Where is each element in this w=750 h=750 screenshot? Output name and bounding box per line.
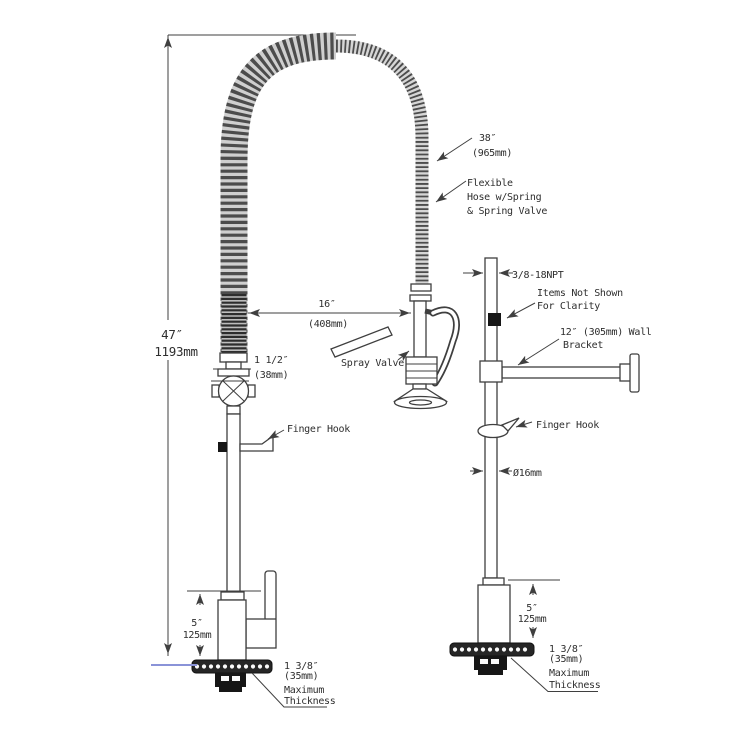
- spray-valve-handle-bar: [330, 326, 393, 358]
- wall-bracket-flange: [629, 353, 640, 393]
- left-locknut: [215, 673, 246, 687]
- overall-height-inches: 47″: [161, 327, 183, 342]
- riser-width-inches: 1 1/2″: [254, 355, 288, 366]
- left-base-height-dimension: 5″ 125mm: [183, 590, 261, 656]
- left-flange-serration: [194, 664, 270, 669]
- wall-bracket-line2: Bracket: [563, 340, 603, 351]
- overall-height-mm: 1193mm: [154, 344, 197, 359]
- pipe-diameter-dimension: Ø16mm: [470, 467, 542, 479]
- left-riser-pipe: [226, 413, 241, 593]
- right-finger-hook-label: Finger Hook: [536, 420, 599, 431]
- reach-mm: (408mm): [308, 319, 348, 330]
- right-base-height-mm: 125mm: [518, 614, 547, 625]
- items-not-shown-note: Items Not Shown For Clarity: [488, 288, 623, 326]
- hose-callouts: 38″ (965mm) Flexible Hose w/Spring & Spr…: [435, 133, 548, 217]
- right-locknut: [474, 656, 507, 670]
- pipe-diameter-label: Ø16mm: [513, 467, 542, 479]
- left-max-thickness-note: 1 3/8″ (35mm) Maximum Thickness: [251, 661, 336, 708]
- right-finger-hook: Finger Hook: [477, 417, 600, 439]
- flexible-hose-line1: Flexible: [467, 178, 513, 189]
- right-base-height-dimension: 5″ 125mm: [508, 579, 560, 638]
- left-finger-hook-label: Finger Hook: [287, 424, 350, 435]
- left-base-height-mm: 125mm: [183, 630, 212, 641]
- swivel-fitting: [211, 352, 256, 415]
- left-base-fixture: [191, 570, 277, 692]
- right-riser-pipe: [484, 257, 498, 579]
- right-thickness-inches: 1 3/8″: [549, 644, 583, 655]
- right-thickness-word1: Maximum: [549, 668, 589, 679]
- npt-label: 3/8-18NPT: [512, 270, 564, 281]
- hose-length-mm: (965mm): [472, 148, 512, 159]
- hose-length-inches: 38″: [479, 133, 496, 144]
- right-base-fixture: [449, 577, 535, 675]
- riser-width-dimension: 1 1/2″ (38mm): [211, 355, 289, 382]
- left-thickness-mm: (35mm): [284, 671, 318, 682]
- npt-dimension: 3/8-18NPT: [463, 269, 564, 281]
- spray-valve-label: Spray Valve: [341, 358, 404, 369]
- wall-bracket: 12″ (305mm) Wall Bracket: [479, 327, 652, 393]
- overall-height-dimension: 47″ 1193mm: [154, 34, 356, 656]
- left-base-height-inches: 5″: [191, 618, 202, 629]
- right-thickness-word2: Thickness: [549, 680, 601, 691]
- coiled-hose: [220, 32, 429, 352]
- right-thickness-mm: (35mm): [549, 654, 583, 665]
- left-thickness-word1: Maximum: [284, 685, 324, 696]
- right-flange-serration: [452, 647, 528, 652]
- wall-bracket-line1: 12″ (305mm) Wall: [560, 327, 652, 338]
- reach-inches: 16″: [318, 299, 335, 310]
- hose-reach-dimension: 16″ (408mm): [248, 299, 411, 330]
- left-handle-body: [245, 618, 277, 649]
- spray-valve-assembly: Spray Valve: [330, 283, 460, 410]
- right-max-thickness-note: 1 3/8″ (35mm) Maximum Thickness: [510, 644, 601, 692]
- flexible-hose-line2: Hose w/Spring: [467, 192, 542, 203]
- left-thickness-word2: Thickness: [284, 696, 336, 707]
- items-not-shown-line1: Items Not Shown: [537, 288, 623, 299]
- riser-width-mm: (38mm): [254, 370, 288, 381]
- flexible-hose-line3: & Spring Valve: [467, 206, 547, 217]
- left-thickness-inches: 1 3/8″: [284, 661, 318, 672]
- left-finger-hook: Finger Hook: [218, 424, 351, 452]
- left-handle-lever: [264, 570, 277, 622]
- right-base-height-inches: 5″: [526, 603, 537, 614]
- items-not-shown-line2: For Clarity: [537, 301, 600, 312]
- hidden-item-marker: [488, 313, 501, 326]
